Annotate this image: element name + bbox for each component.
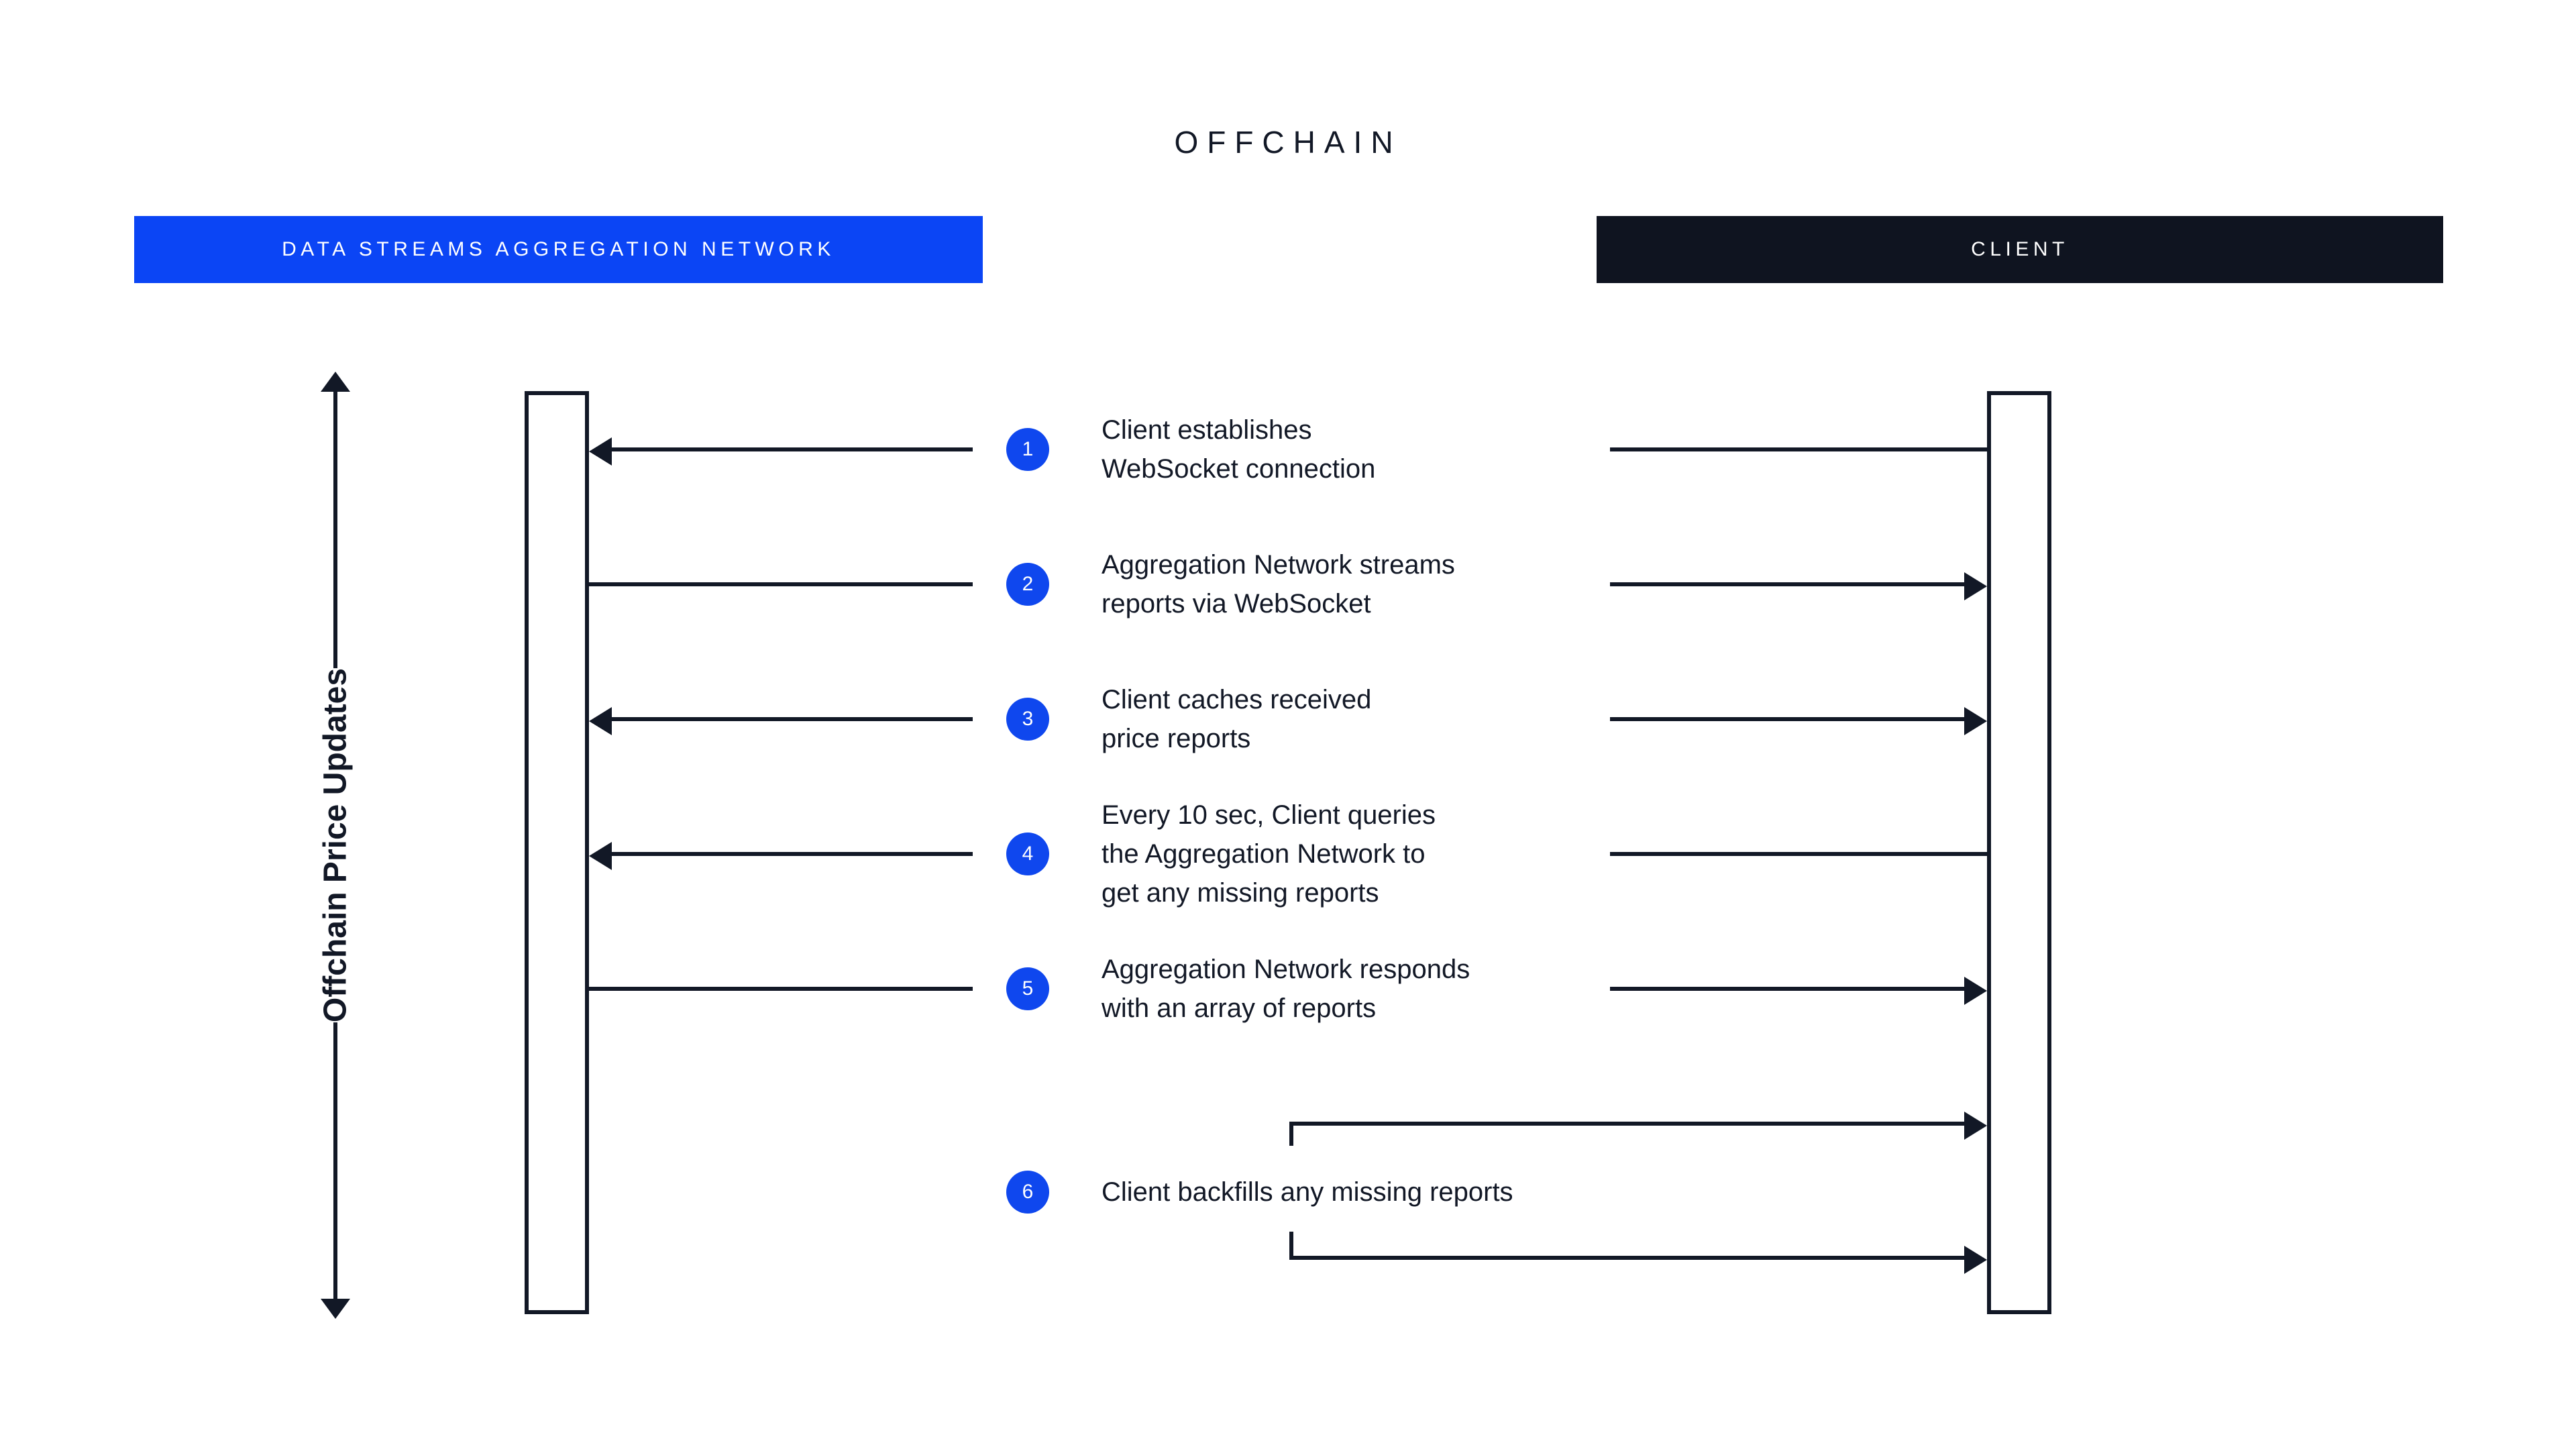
lifeline-client bbox=[1987, 391, 2051, 1314]
lane-header-aggregation-network-label: DATA STREAMS AGGREGATION NETWORK bbox=[282, 238, 835, 260]
self-loop-upper-line-6 bbox=[1289, 1122, 1964, 1126]
lane-header-client-label: CLIENT bbox=[1971, 238, 2069, 260]
step-marker-1: 1 bbox=[1006, 428, 1049, 471]
step-number-4: 4 bbox=[1022, 843, 1034, 865]
arrow-left-icon-3 bbox=[589, 707, 612, 735]
step-marker-4: 4 bbox=[1006, 833, 1049, 875]
self-loop-upper-stub-6 bbox=[1289, 1122, 1293, 1146]
offchain-price-updates-axis: Offchain Price Updates bbox=[282, 372, 389, 1319]
step-marker-6: 6 bbox=[1006, 1171, 1049, 1214]
message-line-4-right bbox=[1610, 852, 1987, 856]
arrow-left-icon-1 bbox=[589, 437, 612, 466]
step-number-1: 1 bbox=[1022, 438, 1034, 460]
page-title: OFFCHAIN bbox=[1174, 125, 1402, 160]
arrow-right-icon-3 bbox=[1964, 707, 1987, 735]
step-marker-2: 2 bbox=[1006, 563, 1049, 606]
message-line-5-left bbox=[589, 987, 973, 991]
axis-label: Offchain Price Updates bbox=[299, 667, 372, 1023]
step-number-5: 5 bbox=[1022, 977, 1034, 1000]
step-marker-5: 5 bbox=[1006, 967, 1049, 1010]
step-number-2: 2 bbox=[1022, 573, 1034, 595]
lifeline-aggregation-network bbox=[525, 391, 589, 1314]
step-text-5: Aggregation Network responds with an arr… bbox=[1102, 955, 1470, 1023]
arrow-right-icon-5 bbox=[1964, 977, 1987, 1005]
message-line-3-right bbox=[1610, 717, 1964, 721]
step-text-1: Client establishes WebSocket connection bbox=[1102, 415, 1376, 484]
step-text-6: Client backfills any missing reports bbox=[1102, 1177, 1513, 1207]
step-number-3: 3 bbox=[1022, 708, 1034, 730]
message-line-5-right bbox=[1610, 987, 1964, 991]
arrow-right-icon-2 bbox=[1964, 572, 1987, 600]
arrow-left-icon-4 bbox=[589, 842, 612, 870]
arrow-down-icon bbox=[321, 1299, 350, 1319]
message-line-2-right bbox=[1610, 582, 1964, 586]
arrow-right-icon-6-upper bbox=[1964, 1112, 1987, 1140]
step-number-6: 6 bbox=[1022, 1181, 1034, 1203]
arrow-up-icon bbox=[321, 372, 350, 392]
self-loop-lower-stub-6 bbox=[1289, 1232, 1293, 1260]
message-line-1-right bbox=[1610, 447, 1987, 451]
arrow-right-icon-6-lower bbox=[1964, 1246, 1987, 1274]
step-text-3: Client caches received price reports bbox=[1102, 685, 1372, 753]
step-text-2: Aggregation Network streams reports via … bbox=[1102, 550, 1455, 619]
self-loop-lower-line-6 bbox=[1289, 1256, 1964, 1260]
step-text-4: Every 10 sec, Client queries the Aggrega… bbox=[1102, 800, 1436, 908]
message-line-4-left bbox=[612, 852, 973, 856]
message-line-1-left bbox=[612, 447, 973, 451]
lane-header-client: CLIENT bbox=[1597, 216, 2443, 283]
message-line-3-left bbox=[612, 717, 973, 721]
step-marker-3: 3 bbox=[1006, 698, 1049, 741]
message-line-2-left bbox=[589, 582, 973, 586]
lane-header-aggregation-network: DATA STREAMS AGGREGATION NETWORK bbox=[134, 216, 983, 283]
